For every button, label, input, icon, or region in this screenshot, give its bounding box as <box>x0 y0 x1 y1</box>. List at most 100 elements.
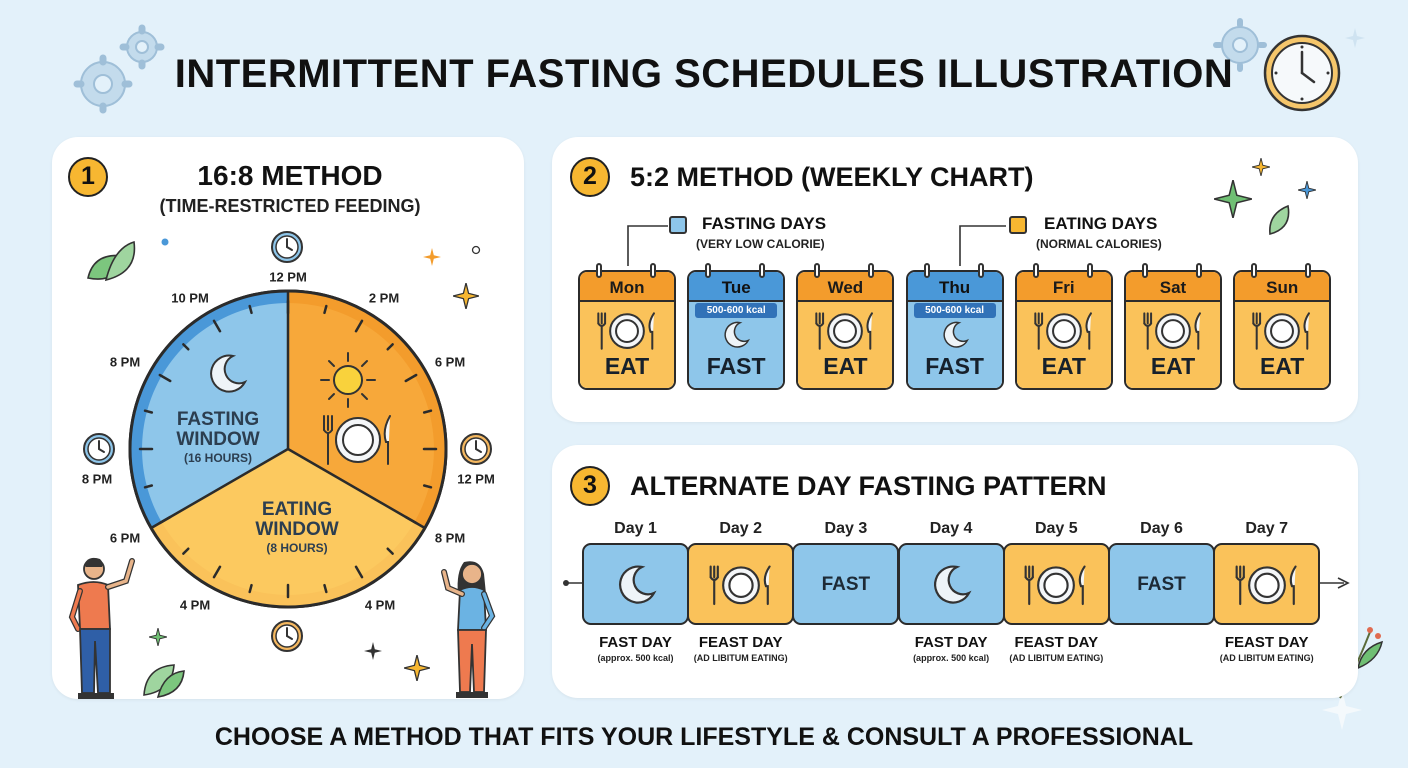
small-clock-icon <box>271 231 303 263</box>
section-number-badge: 1 <box>68 157 108 197</box>
fasting-window-label: FASTING WINDOW (16 HOURS) <box>176 410 259 466</box>
calendar-ring <box>977 263 984 278</box>
moon-icon <box>721 320 751 355</box>
clock-tick <box>422 484 433 489</box>
clock-tick <box>354 565 364 579</box>
clock-tick <box>422 409 433 414</box>
fasting-label-1: FASTING <box>176 409 260 430</box>
legend-label-eating: EATING DAYS <box>1044 214 1158 233</box>
clock-tick <box>182 547 190 555</box>
plate-cutlery-icon <box>1248 310 1316 357</box>
hour-label: 8 PM <box>81 471 113 487</box>
calendar-day-name: Sat <box>1126 272 1220 302</box>
eating-window-label: EATING WINDOW (8 HOURS) <box>255 500 338 556</box>
calendar-ring <box>759 263 766 278</box>
day-label: Day 2 <box>719 520 763 537</box>
eating-hours: (8 HOURS) <box>266 541 328 555</box>
adf-cell-text: FAST <box>1137 574 1186 595</box>
hour-label: 6 PM <box>434 354 466 370</box>
moon-icon <box>940 320 970 355</box>
eating-label-1: EATING <box>261 499 333 520</box>
moon-icon <box>929 563 973 612</box>
day-label: Day 5 <box>1034 520 1078 537</box>
plate-cutlery-icon <box>1231 563 1303 613</box>
day-status: EAT <box>1150 353 1196 379</box>
legend-sub-eating: (NORMAL CALORIES) <box>1036 237 1162 251</box>
clock-tick <box>404 373 418 383</box>
clock-tick <box>143 484 154 489</box>
adf-caption: FAST DAY (approx. 500 kcal) <box>576 634 696 663</box>
section-title: ALTERNATE DAY FASTING PATTERN <box>630 471 1107 501</box>
day-status: EAT <box>1260 353 1305 379</box>
hour-label: 4 PM <box>179 597 211 613</box>
day-status: EAT <box>604 353 650 379</box>
plate-cutlery-icon <box>323 415 391 465</box>
plate-cutlery-icon <box>811 310 879 357</box>
page-title: INTERMITTENT FASTING SCHEDULES ILLUSTRAT… <box>174 52 1234 96</box>
clock-tick <box>158 373 172 383</box>
hour-label: 12 PM <box>457 471 495 487</box>
adf-caption-main: FEAST DAY <box>698 634 783 651</box>
calendar-day-name: Tue <box>689 272 784 302</box>
clock-tick <box>386 343 394 351</box>
hour-label: 10 PM <box>171 290 209 306</box>
clock-tick <box>212 319 222 333</box>
clock-tick <box>386 547 394 555</box>
adf-day-2 <box>687 543 795 625</box>
adf-caption: FAST DAY(approx. 500 kcal) <box>891 634 1011 663</box>
eating-window-inner <box>161 449 415 595</box>
day-status: EAT <box>1041 353 1086 379</box>
adf-caption-sub: (approx. 500 kcal) <box>913 653 990 663</box>
fasting-clock <box>128 289 448 609</box>
calendar-ring <box>650 263 656 278</box>
moon-icon <box>614 563 658 612</box>
day-label: Day 7 <box>1245 520 1289 537</box>
legend-swatch-eating <box>1009 216 1027 234</box>
adf-day-7 <box>1213 543 1321 625</box>
calendar-ring <box>868 263 875 278</box>
fasting-hours: (16 HOURS) <box>183 451 252 465</box>
small-clock-icon <box>271 620 303 652</box>
adf-day-3: FAST <box>792 543 900 625</box>
calendar-ring <box>814 263 821 278</box>
clock-tick <box>354 319 364 333</box>
day-label: Day 4 <box>929 520 973 537</box>
section-title: 16:8 METHOD <box>197 160 383 191</box>
section-number-badge: 3 <box>570 466 610 506</box>
day-status: FAST <box>925 353 984 379</box>
moon-icon <box>210 354 248 393</box>
adf-day-5 <box>1002 543 1110 625</box>
day-status: FAST <box>706 353 766 379</box>
hour-label: 6 PM <box>109 530 141 546</box>
calendar-day-body: EAT <box>1126 302 1220 388</box>
small-clock-icon <box>460 433 492 465</box>
clock-tick <box>248 304 253 315</box>
adf-caption: FEAST DAY(AD LIBITUM EATING) <box>1207 634 1327 663</box>
calendar-day-body: EAT <box>1016 302 1111 388</box>
adf-caption: FEAST DAY(AD LIBITUM EATING) <box>996 634 1116 663</box>
calendar-day-body: EAT <box>580 302 674 388</box>
person-icon <box>68 557 135 699</box>
plate-cutlery-icon <box>705 563 777 613</box>
footer-note: CHOOSE A METHOD THAT FITS YOUR LIFESTYLE… <box>214 723 1194 751</box>
eating-label-2: WINDOW <box>255 519 339 540</box>
plate-cutlery-icon <box>1139 310 1207 357</box>
small-clock-icon <box>83 433 115 465</box>
day-label: Day 3 <box>824 520 868 537</box>
section-number-badge: 2 <box>570 157 610 197</box>
section-title: 5:2 METHOD (WEEKLY CHART) <box>630 162 1034 192</box>
adf-day-6: FAST <box>1108 543 1215 625</box>
legend-label-fasting: FASTING DAYS <box>702 214 827 233</box>
calendar-day-body: EAT <box>798 302 893 388</box>
calendar-day-name: Thu <box>907 272 1002 302</box>
adf-caption-main: FAST DAY <box>599 634 672 651</box>
clock-tick <box>212 565 222 579</box>
sparkle-icon <box>1345 28 1365 48</box>
adf-caption-sub: (approx. 500 kcal) <box>597 653 674 663</box>
